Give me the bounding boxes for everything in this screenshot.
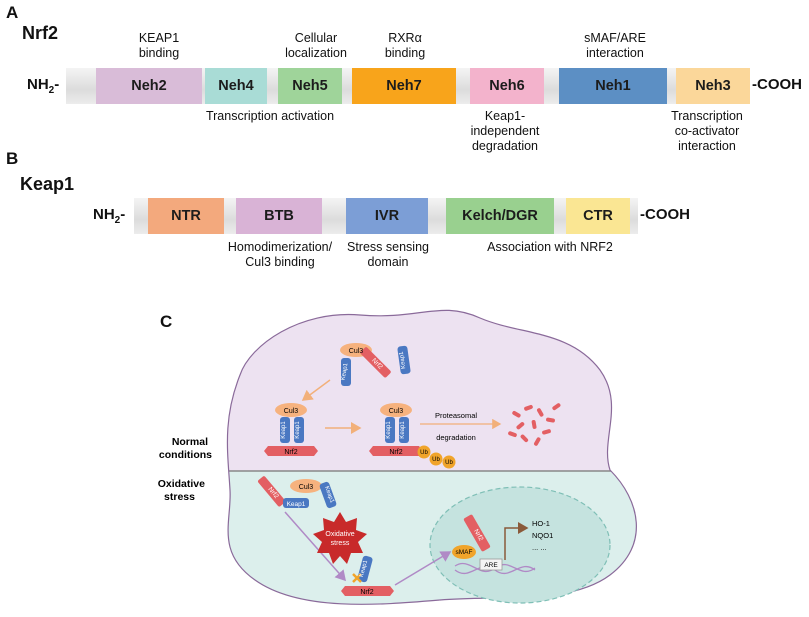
normal-conditions-label: Normal [172,436,208,448]
svg-text:conditions: conditions [159,449,212,461]
svg-text:Oxidative: Oxidative [325,531,354,538]
btb-domain: BTB [236,198,322,234]
neh3-domain: Neh3 [676,68,750,104]
svg-text:sMAF: sMAF [456,549,473,556]
svg-text:ARE: ARE [484,562,498,569]
svg-text:stress: stress [331,540,350,547]
keap1-c-terminus: -COOH [640,206,690,223]
neh1-domain: Neh1 [559,68,667,104]
free-complex [340,343,411,386]
svg-text:Cul3: Cul3 [389,408,404,415]
svg-text:Keap1: Keap1 [323,485,335,504]
svg-text:degradation: degradation [436,433,476,442]
svg-text:Keap1: Keap1 [359,559,369,578]
transcription-activation-label: Transcription activation [205,109,335,123]
neh2-domain: Neh2 [96,68,202,104]
oxidative-stress-label: Oxidative [158,478,205,490]
svg-text:... ...: ... ... [532,543,547,552]
nucleus [429,486,611,604]
svg-text:Nrf2: Nrf2 [360,589,373,596]
gene-nqo1: NQO1 [532,531,553,540]
nrf2-title: Nrf2 [22,23,59,43]
proteasomal-degradation-label: Proteasomal [435,411,477,420]
svg-text:Ub: Ub [420,450,428,456]
svg-text:Keap1: Keap1 [295,421,301,439]
svg-text:Cul3: Cul3 [349,348,364,355]
ctr-domain: CTR [566,198,630,234]
svg-text:Keap1: Keap1 [281,421,287,439]
neh6-domain: Neh6 [470,68,544,104]
panel-b-letter: B [6,149,19,168]
svg-text:Nrf2: Nrf2 [389,449,402,456]
ntr-domain: NTR [148,198,224,234]
svg-text:Nrf2: Nrf2 [284,449,297,456]
keap1-title: Keap1 [20,174,75,194]
ubiquitinated-complex [369,403,456,469]
gene-ho1: HO-1 [532,519,550,528]
svg-text:Keap1: Keap1 [287,501,306,508]
homodimerization-label: Homodimerization/Cul3 binding [227,240,333,269]
ivr-domain: IVR [346,198,428,234]
svg-text:Cul3: Cul3 [299,484,314,491]
svg-text:stress: stress [164,491,195,503]
association-nrf2-label: Association with NRF2 [487,240,613,254]
svg-text:Ub: Ub [432,457,440,463]
nrf2-n-terminus: NH2- [27,76,60,96]
kelch-dgr-domain: Kelch/DGR [446,198,554,234]
svg-text:Keap1: Keap1 [341,362,350,381]
x-mark [352,573,362,583]
svg-text:Keap1: Keap1 [399,350,407,369]
oxidative-stress-star [313,512,367,564]
neh4-domain: Neh4 [205,68,267,104]
panel-c-letter: C [160,312,173,331]
nuclear-nrf2 [452,514,491,559]
degraded-fragments [508,403,561,446]
svg-text:Ub: Ub [445,460,453,466]
panel-a-letter: A [6,3,19,22]
keap1-n-terminus: NH2- [93,206,126,226]
neh7-domain: Neh7 [352,68,456,104]
keap1-nrf2-complex [264,403,318,456]
dissociated-complex [258,476,337,509]
neh5-domain: Neh5 [278,68,342,104]
nrf2-c-terminus: -COOH [752,76,802,93]
svg-text:Cul3: Cul3 [284,408,299,415]
normal-condition-region [227,310,637,471]
svg-text:Keap1: Keap1 [386,421,392,439]
svg-text:Keap1: Keap1 [400,421,406,439]
